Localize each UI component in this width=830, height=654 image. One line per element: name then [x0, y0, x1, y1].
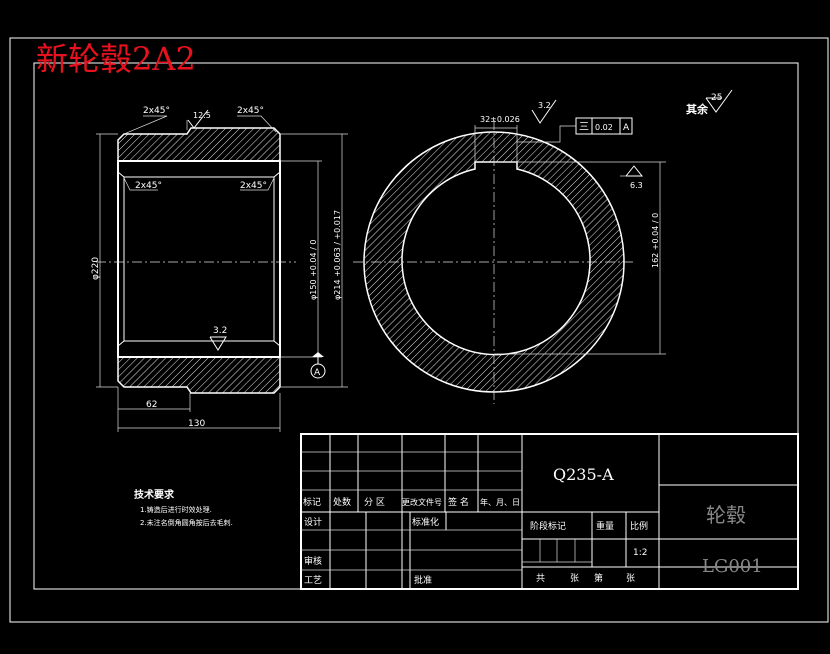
- tech-req-heading: 技术要求: [134, 488, 175, 501]
- other-roughness-label: 其余: [686, 102, 709, 116]
- tb-design: 设计: [304, 516, 322, 528]
- roughness-symbol-other: [705, 89, 733, 113]
- roughness-bore-value: 3.2: [213, 326, 227, 336]
- tolerance-value: 0.02: [595, 123, 613, 132]
- bottom-wall-hatch: [117, 356, 281, 394]
- right-end-view: [353, 120, 636, 404]
- outer-frame: [9, 37, 829, 623]
- chamfer-top-right: 2x45°: [237, 106, 264, 116]
- tb-header-change-doc: 更改文件号: [402, 497, 442, 507]
- dim-fit: φ214 +0.063 / +0.017: [333, 210, 342, 300]
- tech-req-item-1: 1.铸造后进行时效处理.: [140, 505, 212, 514]
- drawing-number-text: LG001: [702, 556, 763, 577]
- tb-stage-mark: 阶段标记: [530, 520, 566, 532]
- title-block: [300, 433, 799, 590]
- left-section-view: [96, 120, 296, 394]
- chamfer-top-left: 2x45°: [143, 106, 170, 116]
- tb-sheet-label: 张: [570, 573, 579, 584]
- drawing-title: 新轮毂2A2: [36, 40, 196, 78]
- tb-process: 工艺: [304, 575, 322, 586]
- tb-header-date: 年、月、日: [480, 497, 520, 507]
- tb-review: 审核: [304, 555, 322, 567]
- datum-a-circle: [310, 363, 326, 379]
- tb-header-sign: 签 名: [448, 496, 469, 508]
- chamfer-inner-right: 2x45°: [240, 181, 267, 191]
- dim-62: 62: [146, 400, 157, 410]
- dim-bore: φ150 +0.04 / 0: [309, 240, 318, 300]
- roughness-top-value: 12.5: [193, 111, 211, 120]
- tb-header-count: 处数: [333, 496, 351, 508]
- dim-162: 162 +0.04 / 0: [651, 213, 660, 268]
- tb-approve: 批准: [414, 574, 432, 586]
- bore-outline: [117, 160, 281, 358]
- datum-a-label: A: [314, 368, 321, 378]
- roughness-key-side: 6.3: [630, 181, 643, 190]
- tb-scale-label: 比例: [630, 520, 648, 532]
- tb-page-unit: 张: [626, 573, 635, 584]
- part-name-text: 轮毂: [706, 503, 746, 527]
- tolerance-symbol: 三: [579, 122, 589, 133]
- tb-total-label: 共: [536, 573, 545, 584]
- tb-header-zone: 分 区: [364, 497, 385, 508]
- other-roughness-value: 25: [711, 93, 722, 103]
- tb-header-mark: 标记: [303, 496, 321, 508]
- dim-130: 130: [188, 419, 205, 429]
- keyway-width-dim: 32±0.026: [480, 115, 520, 124]
- dim-outer-dia: φ220: [91, 257, 101, 280]
- material-text: Q235-A: [553, 465, 614, 484]
- tb-scale-value: 1:2: [633, 548, 647, 558]
- tb-weight: 重量: [596, 520, 614, 532]
- top-wall-hatch: [117, 127, 281, 162]
- tb-page-label: 第: [594, 572, 603, 584]
- roughness-keyway-value: 3.2: [538, 101, 551, 110]
- tech-req-item-2: 2.未注名倒角圆角按后去毛刺.: [140, 518, 233, 527]
- chamfer-inner-left: 2x45°: [135, 181, 162, 191]
- tolerance-datum: A: [623, 123, 630, 133]
- tb-standardization: 标准化: [412, 516, 439, 528]
